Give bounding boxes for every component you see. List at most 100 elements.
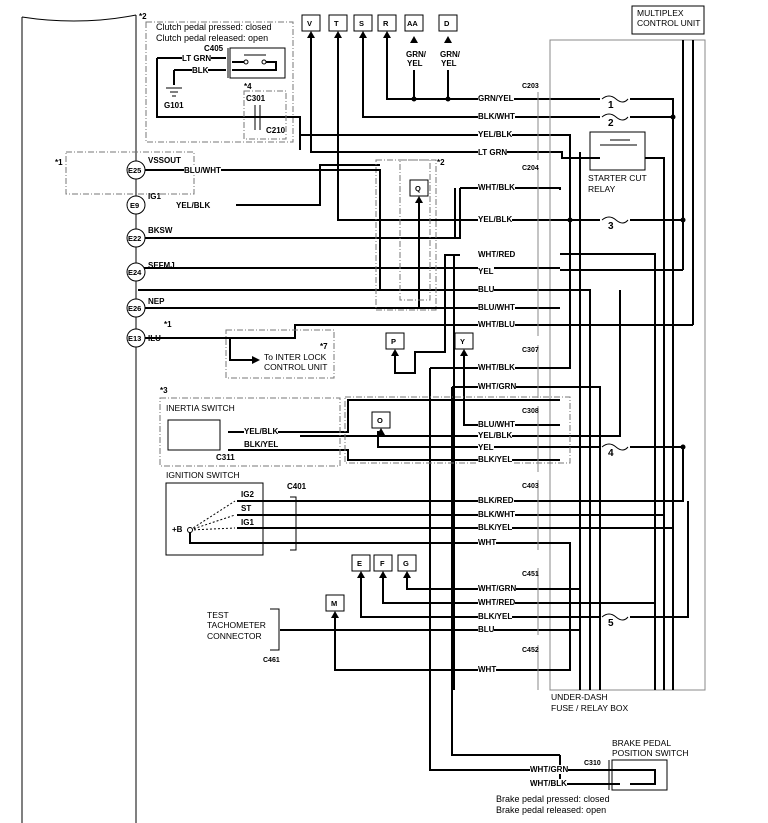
wire-label: LT GRN [478,148,508,157]
wire-label: WHT/RED [478,250,516,259]
ecm-pin-e26 [126,298,146,318]
ecm-pin-e22 [126,228,146,248]
note-1: *1 [55,158,63,167]
clutch-switch-box [145,21,294,143]
clutch-state-1: Clutch pedal pressed: closed [156,22,272,32]
inertia-wire-2: BLK/YEL [244,440,279,449]
tacho-label-2: TACHOMETER [207,620,266,630]
c461-label: C461 [263,657,280,664]
c405-label: C405 [204,44,224,53]
fuse-2-label: 2 [608,118,614,129]
note-7: *7 [320,342,328,351]
signal-ig1: IG1 [148,192,161,201]
relay-label-1: STARTER CUT [588,173,647,183]
top-connector-aa-label: AA [407,19,418,28]
wire-label: WHT [478,665,497,674]
fuse-5-label: 5 [608,618,614,629]
wire-label: BLU [478,285,495,294]
pin-e25-label: E25 [128,166,142,175]
pin-e13-label: E13 [128,334,142,343]
signal-bksw: BKSW [148,226,173,235]
ground-g101: G101 [164,101,184,110]
tacho-label-1: TEST [207,610,229,620]
note-2: *2 [139,12,147,21]
wire-label: BLK/YEL [478,523,513,532]
fuse-1-label: 1 [608,100,614,111]
note-4: *4 [244,82,252,91]
clutch-state-2: Clutch pedal released: open [156,33,269,43]
signal-sefmj: SEFMJ [148,261,175,270]
ecm-pin-e13 [126,328,146,348]
signal-ilu: ILU [148,334,161,343]
d-wire-1: GRN/ [440,50,460,59]
wire-label: WHT/BLK [478,363,515,372]
wire-label: YEL/BLK [478,215,513,224]
fuse-1 [601,95,629,103]
fuse-4-label: 4 [608,448,614,459]
pin-e26-label: E26 [128,304,142,313]
wire-label: BLK/YEL [478,455,513,464]
brake-pedal-switch [611,759,668,791]
top-connector-r-label: R [383,19,389,28]
fusebox-label-1: UNDER-DASH [551,692,608,702]
inertia-switch-title: INERTIA SWITCH [166,403,235,413]
wire-label: YEL/BLK [478,431,513,440]
connector-g-label: G [403,559,409,568]
brake-wire-2: WHT/BLK [530,779,567,788]
brake-wire-1: WHT/GRN [530,765,569,774]
ecm-pin-e24 [126,262,146,282]
tacho-label-3: CONNECTOR [207,631,262,641]
wire-label: BLU/WHT [478,420,515,429]
signal-vssout: VSSOUT [148,156,181,165]
connector-y-label: Y [460,337,466,346]
terminal-ig1: IG1 [241,518,254,527]
connector-p-label: P [391,337,397,346]
c301-box [243,90,287,140]
pin-e22-label: E22 [128,234,142,243]
aa-wire-2: YEL [407,59,423,68]
terminal-ig2: IG2 [241,490,254,499]
c203-label: C203 [522,83,539,90]
c401-label: C401 [287,482,307,491]
connector-q-label: Q [415,184,421,193]
note-1-ilu: *1 [164,320,172,329]
c452-label: C452 [522,647,539,654]
brake-state-1: Brake pedal pressed: closed [496,794,610,804]
c310-label: C310 [584,760,601,767]
clutch-switch [229,47,286,79]
top-connector-t-label: T [334,19,339,28]
wire-yel-blk: YEL/BLK [176,201,211,210]
inertia-switch-box [159,397,341,467]
ignition-switch [165,482,264,556]
starter-cut-relay [589,131,646,171]
fuse-3 [601,216,629,224]
fuse-3-label: 3 [608,221,614,232]
aa-wire-1: GRN/ [406,50,426,59]
clutch-wire-lt-grn: LT GRN [182,54,212,63]
wire-label: WHT/GRN [478,382,517,391]
top-connector-s-label: S [359,19,365,28]
note-2b: *2 [437,158,445,167]
top-connector-d-label: D [444,19,450,28]
brake-state-2: Brake pedal released: open [496,805,607,815]
fusebox-label-2: FUSE / RELAY BOX [551,703,629,713]
relay-label-2: RELAY [588,184,616,194]
wire-label: BLK/YEL [478,612,513,621]
c311-label: C311 [216,453,235,462]
d-wire-2: YEL [441,59,457,68]
c307-label: C307 [522,347,539,354]
c308-label: C308 [522,408,539,415]
c204-label: C204 [522,165,539,172]
battery-terminal: +B [172,525,183,534]
inertia-wire-1: YEL/BLK [244,427,279,436]
c210-label: C210 [266,126,286,135]
pin-e9-label: E9 [130,201,140,210]
wire-label: GRN/YEL [478,94,514,103]
wire-label: YEL [478,267,494,276]
fuse-2 [601,113,629,121]
fuse-relay-box [549,39,706,691]
multiplex-label-2: CONTROL UNIT [637,18,701,28]
top-connector-aa [404,14,424,32]
top-connector-d [438,14,458,32]
wire-label: BLK/RED [478,496,514,505]
